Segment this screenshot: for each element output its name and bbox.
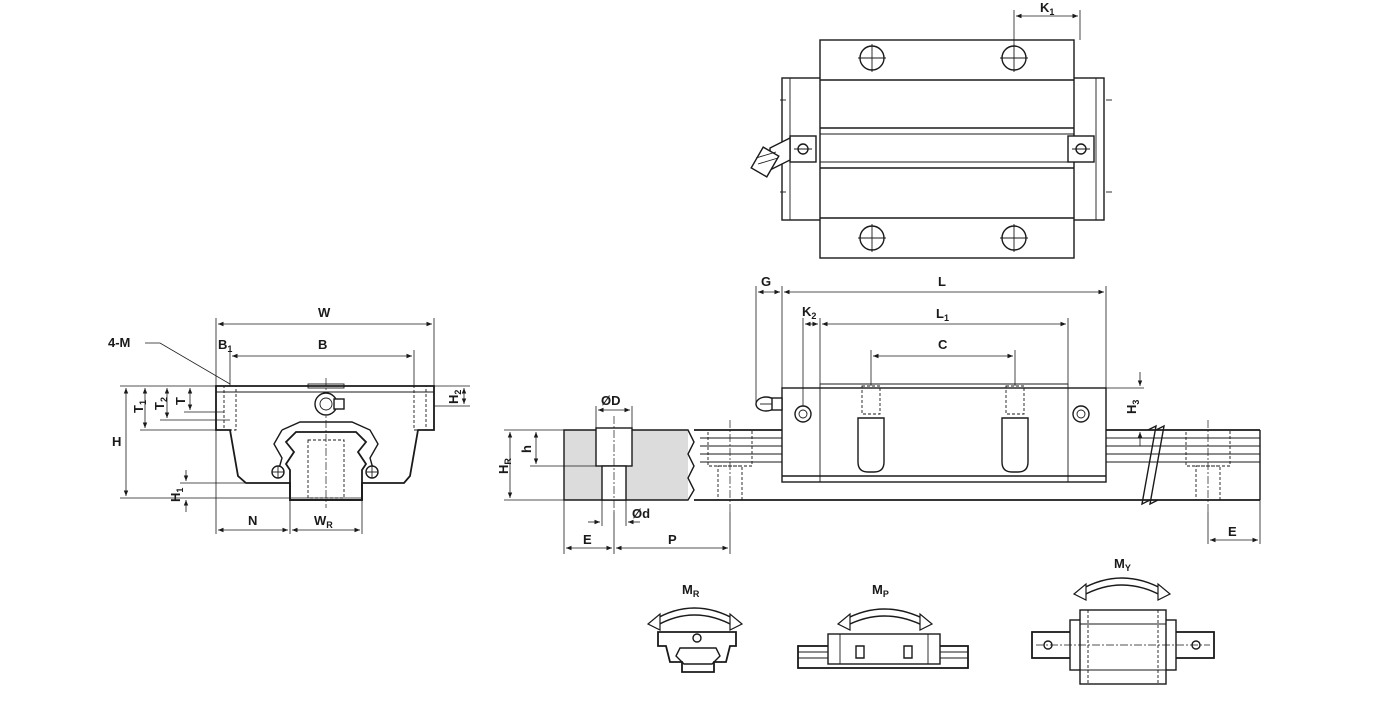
dim-d: Ød xyxy=(632,506,650,521)
dim-L1: L1 xyxy=(936,306,949,323)
block-side xyxy=(781,387,1107,483)
front-view: W B B1 4-M H T1 T2 T H2 xyxy=(108,305,470,534)
dim-E-right: E xyxy=(1228,524,1237,539)
dim-C: C xyxy=(938,337,948,352)
moment-pitch-figure: MP xyxy=(797,582,969,669)
dim-WR: WR xyxy=(314,513,333,530)
dim-E-left: E xyxy=(583,532,592,547)
dim-H3: H3 xyxy=(1124,400,1141,414)
dim-H2: H2 xyxy=(446,390,463,404)
top-view: K1 xyxy=(750,0,1112,259)
block-top xyxy=(819,39,1075,259)
moment-yaw-figure: MY xyxy=(1031,556,1215,685)
dim-T2: T2 xyxy=(152,397,169,410)
dim-T: T xyxy=(173,397,188,405)
dim-HR: HR xyxy=(496,458,513,474)
dim-D: ØD xyxy=(601,393,621,408)
dim-B1: B1 xyxy=(218,337,232,354)
moment-roll-figure: MR xyxy=(646,582,744,673)
dim-N: N xyxy=(248,513,257,528)
label-MP: MP xyxy=(872,582,889,599)
label-MY: MY xyxy=(1114,556,1131,573)
dim-G: G xyxy=(761,274,771,289)
dim-L: L xyxy=(938,274,946,289)
dim-P: P xyxy=(668,532,677,547)
dim-W: W xyxy=(318,305,331,320)
label-4M: 4-M xyxy=(108,335,130,350)
dim-K1: K1 xyxy=(1040,0,1054,17)
dim-H: H xyxy=(112,434,121,449)
dim-H1: H1 xyxy=(168,488,185,502)
side-view: G L L1 K2 C H3 ØD Ød xyxy=(496,274,1261,554)
dim-B: B xyxy=(318,337,327,352)
grease-nipple-top xyxy=(750,136,791,178)
dim-h: h xyxy=(519,445,534,453)
dim-K2: K2 xyxy=(802,304,816,321)
dim-T1: T1 xyxy=(131,400,148,413)
label-MR: MR xyxy=(682,582,700,599)
